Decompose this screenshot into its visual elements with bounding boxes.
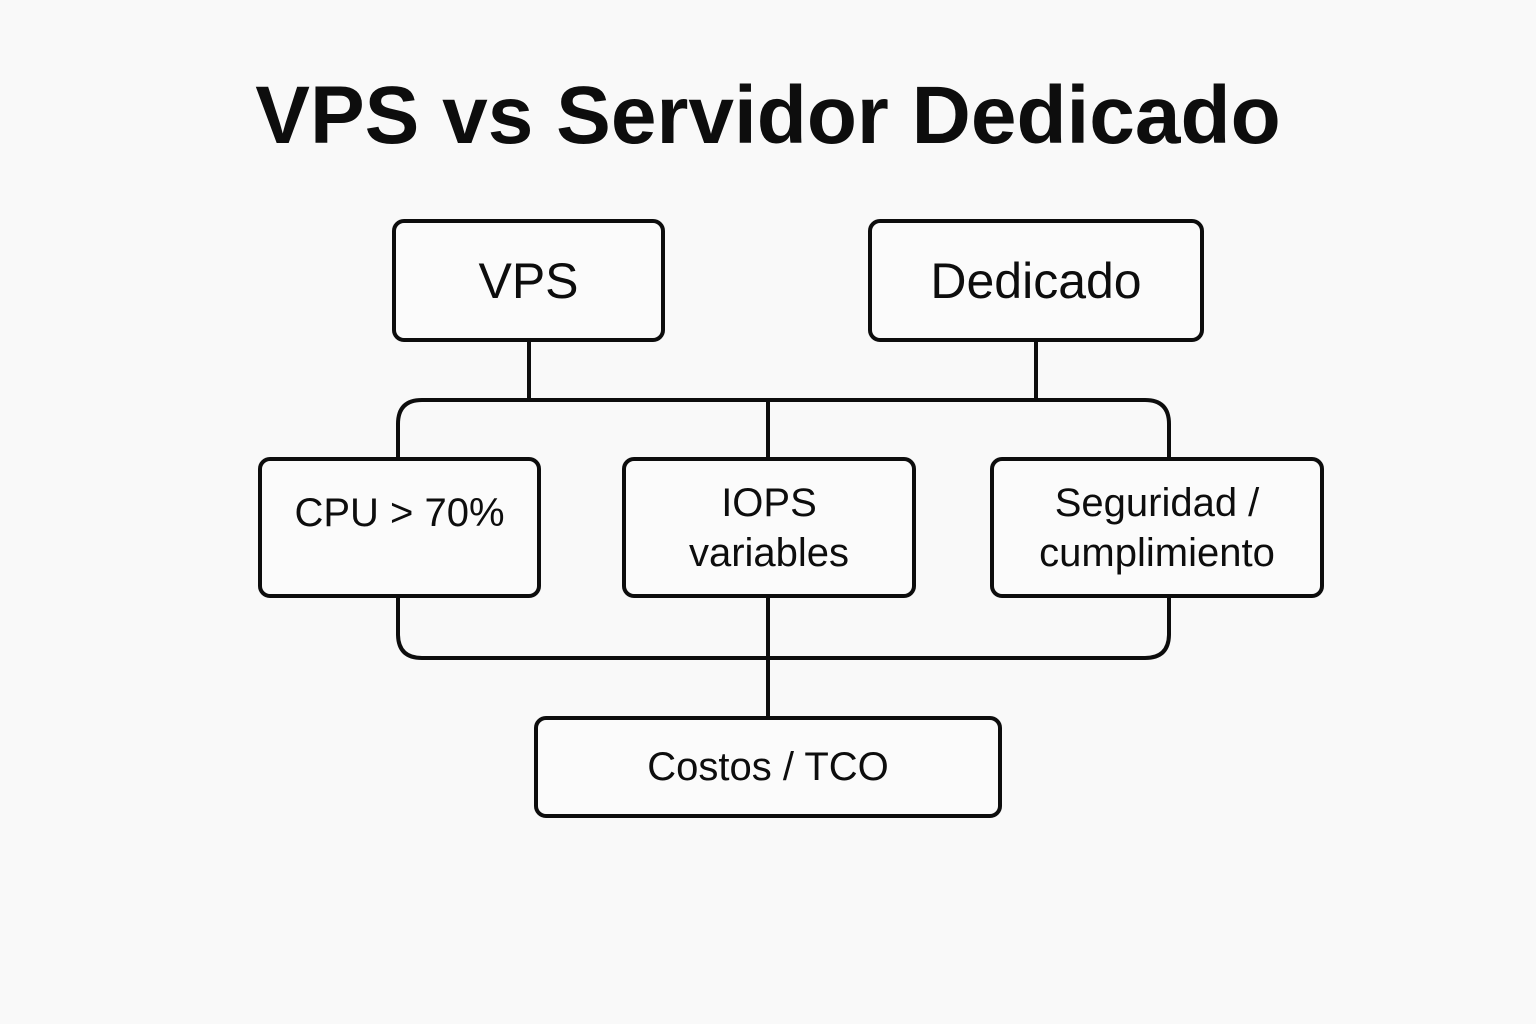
node-costos-label: Costos / TCO xyxy=(647,745,889,789)
node-dedicado: Dedicado xyxy=(868,219,1204,342)
node-vps: VPS xyxy=(392,219,665,342)
node-dedicado-label: Dedicado xyxy=(930,252,1142,309)
node-vps-label: VPS xyxy=(478,252,579,309)
node-iops: IOPS variables xyxy=(622,457,916,598)
node-iops-label: IOPS variables xyxy=(688,480,850,575)
node-cpu-label: CPU > 70% xyxy=(294,490,505,535)
connector-upper-bus xyxy=(396,398,1171,460)
connector-lower-bus xyxy=(396,596,1171,660)
node-seguridad-label: Seguridad / cumplimiento xyxy=(1039,480,1275,575)
node-cpu: CPU > 70% xyxy=(258,457,541,598)
node-seguridad: Seguridad / cumplimiento xyxy=(990,457,1324,598)
node-costos: Costos / TCO xyxy=(534,716,1002,818)
diagram-title: VPS vs Servidor Dedicado xyxy=(255,70,1281,161)
